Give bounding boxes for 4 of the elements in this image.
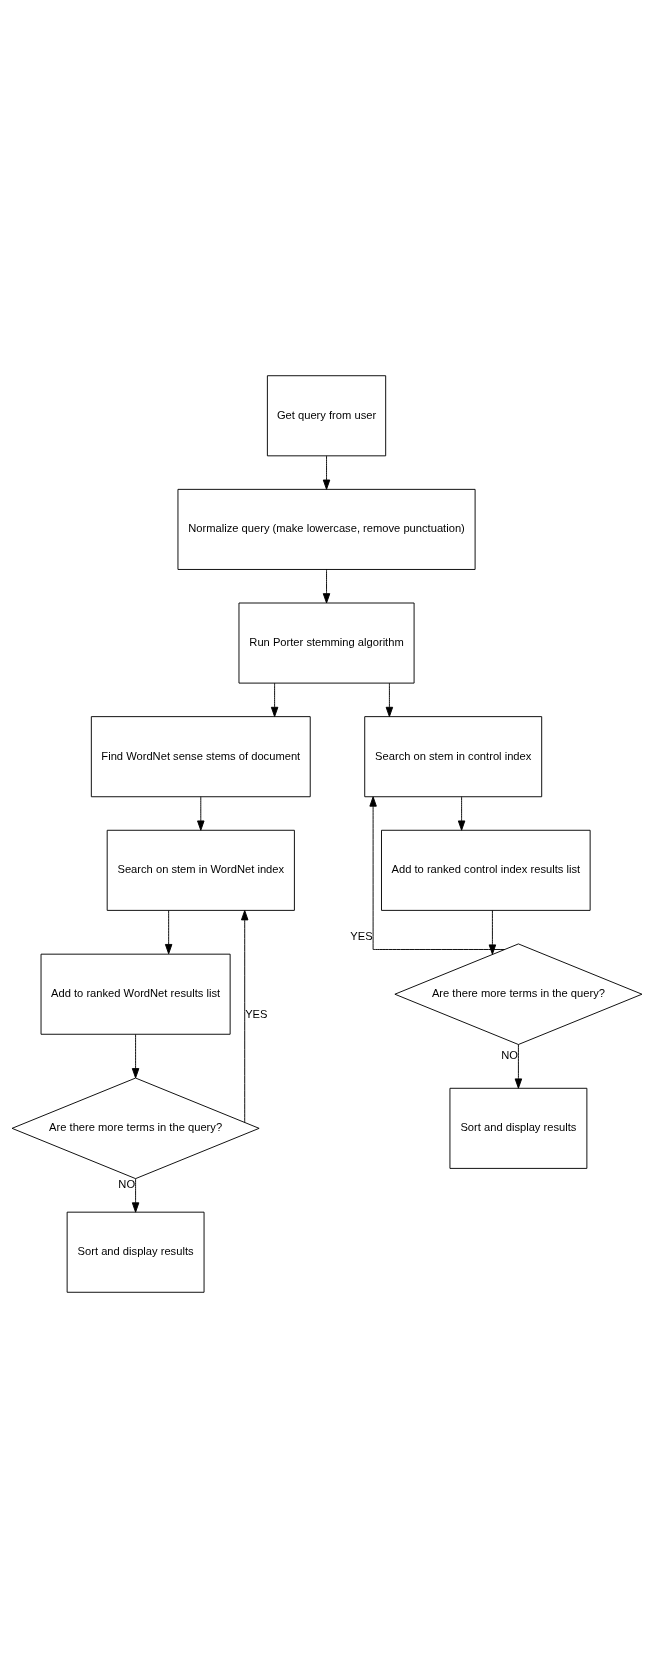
edge-label: YES	[350, 929, 373, 942]
edge-label: YES	[245, 1007, 268, 1020]
edge-label: NO	[501, 1048, 518, 1061]
edge-label: NO	[118, 1177, 136, 1190]
